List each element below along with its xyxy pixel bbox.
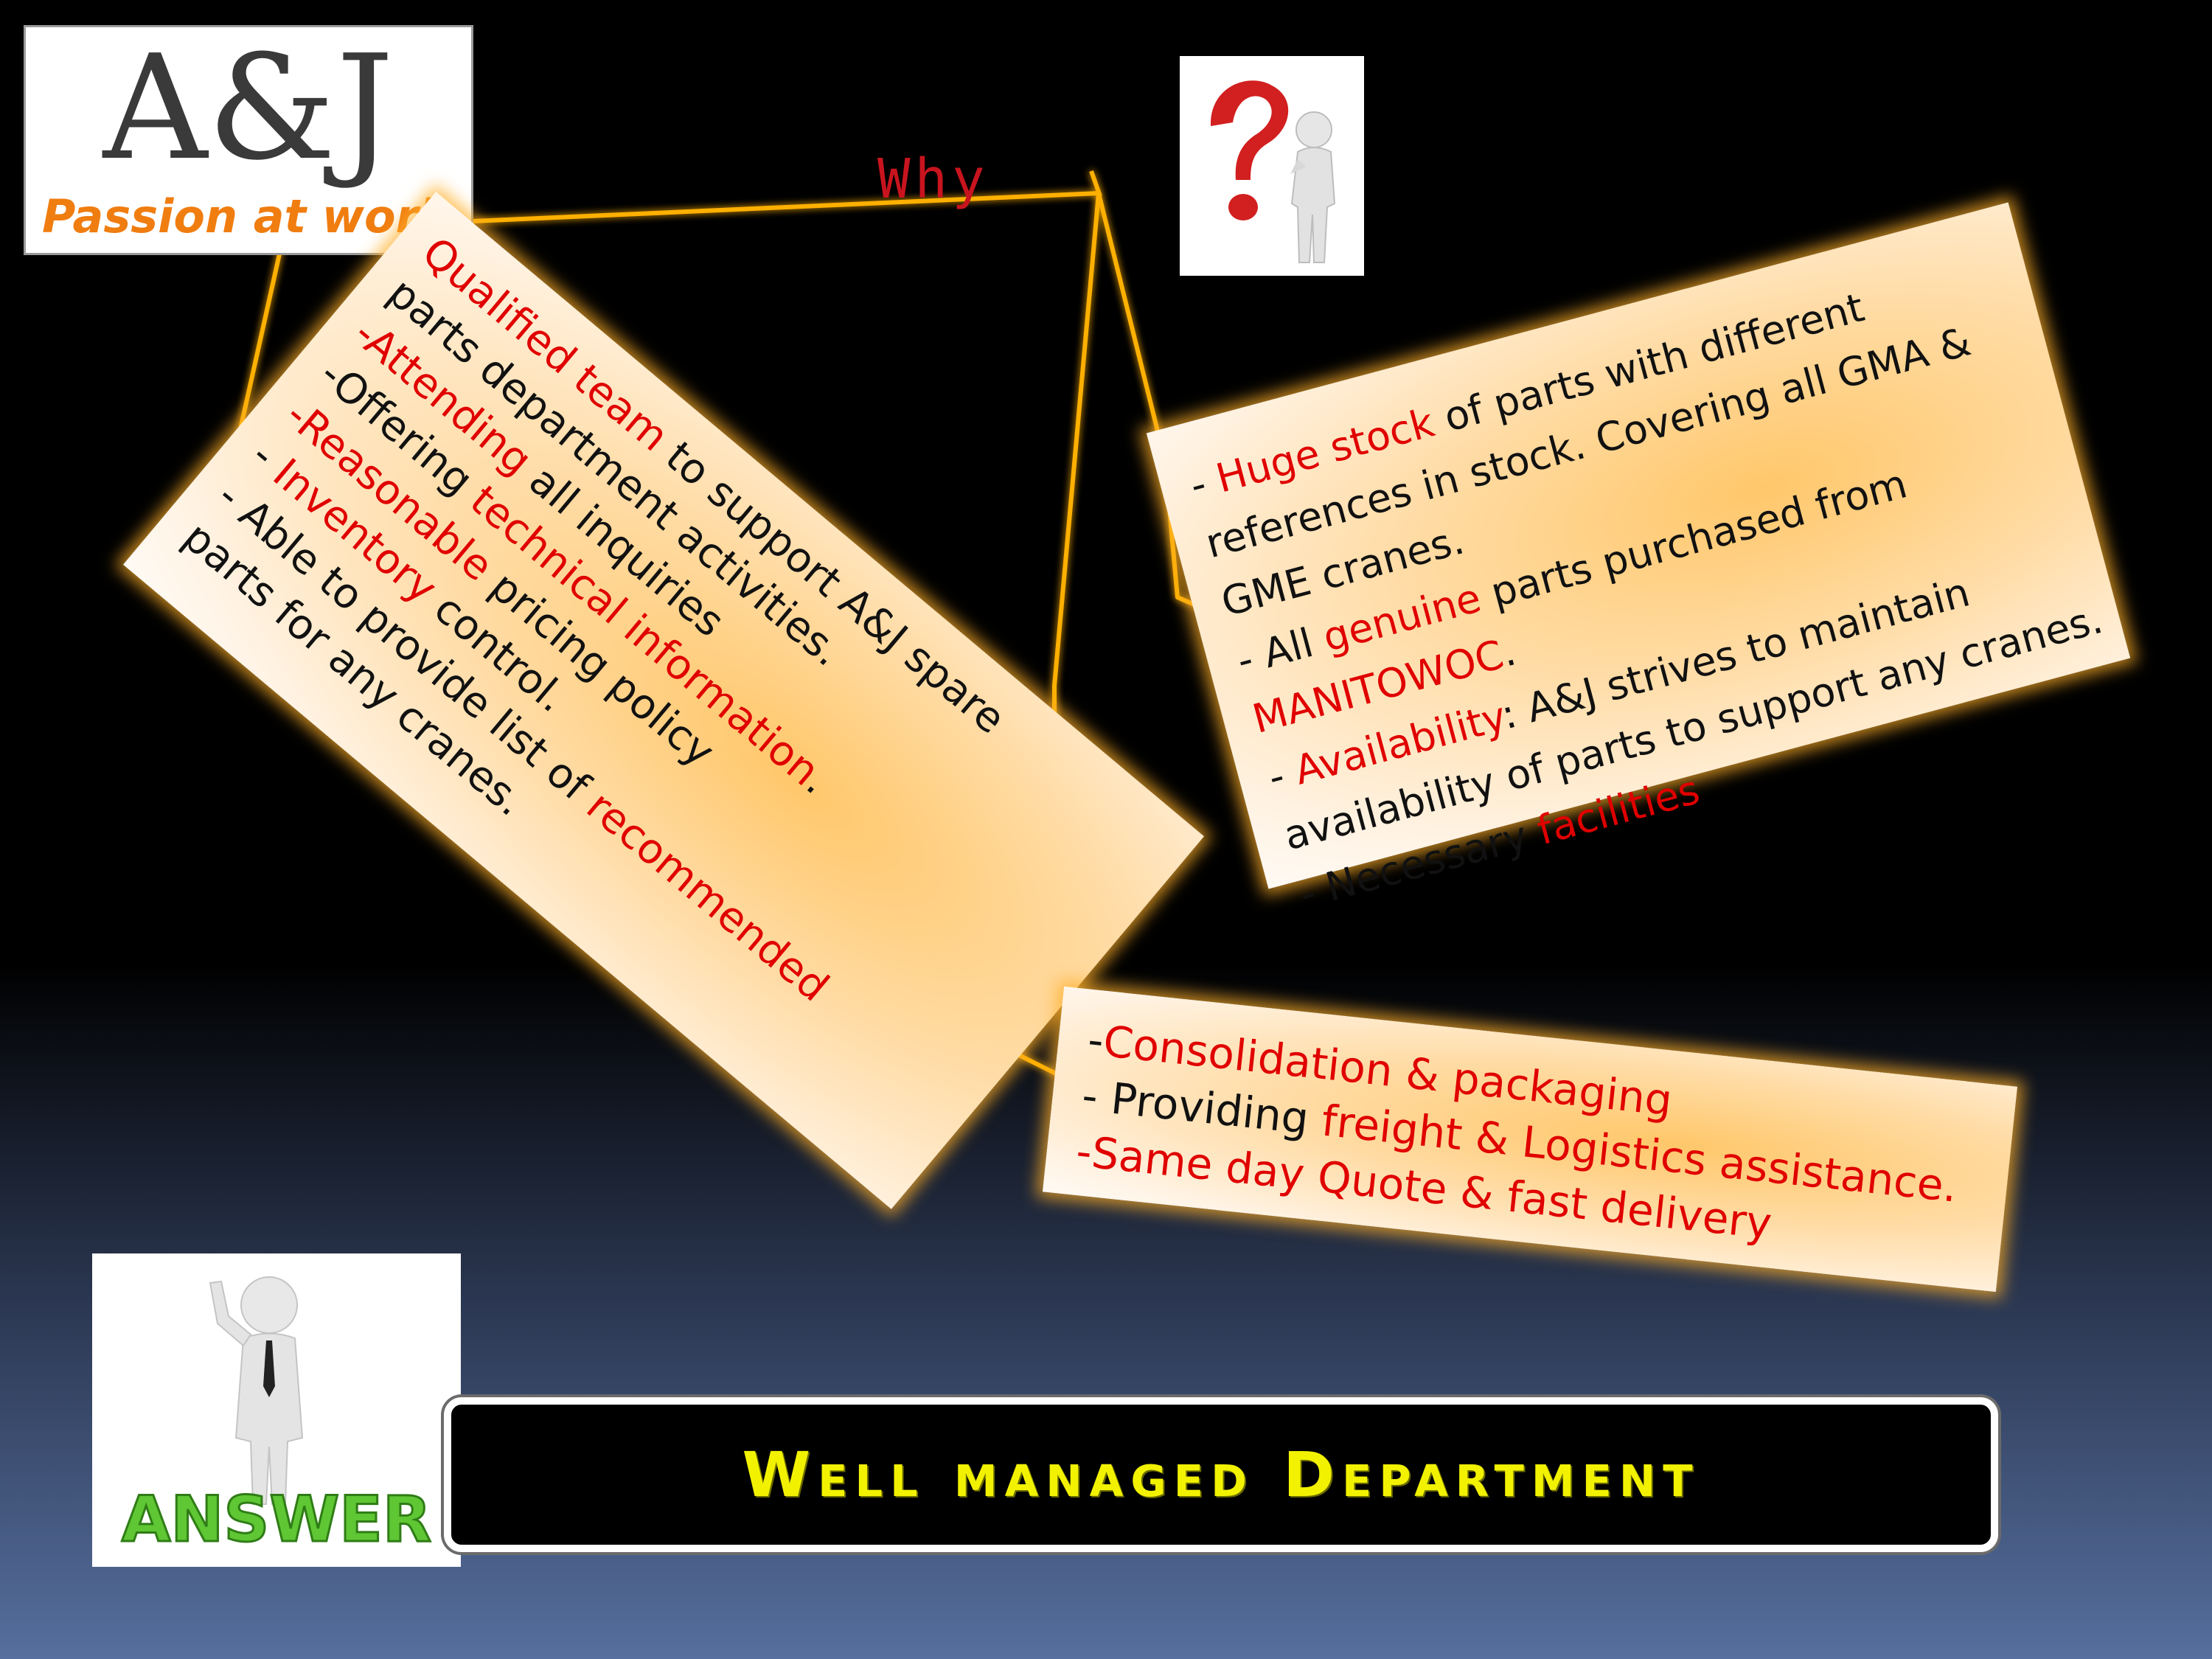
company-logo: A&J Passion at work	[24, 25, 473, 255]
logo-title: A&J	[102, 24, 394, 192]
why-label: Why	[877, 147, 990, 211]
answer-banner-text: Well managed Department	[742, 1439, 1700, 1511]
question-mark-figure-icon	[1180, 56, 1364, 276]
answer-figure-icon: ANSWER	[92, 1253, 461, 1567]
connector-tick	[1089, 170, 1102, 197]
connector-top	[473, 191, 1099, 223]
answer-figure-word: ANSWER	[122, 1483, 431, 1557]
answer-banner: Well managed Department	[444, 1397, 1998, 1552]
logo-tagline: Passion at work	[42, 189, 449, 243]
